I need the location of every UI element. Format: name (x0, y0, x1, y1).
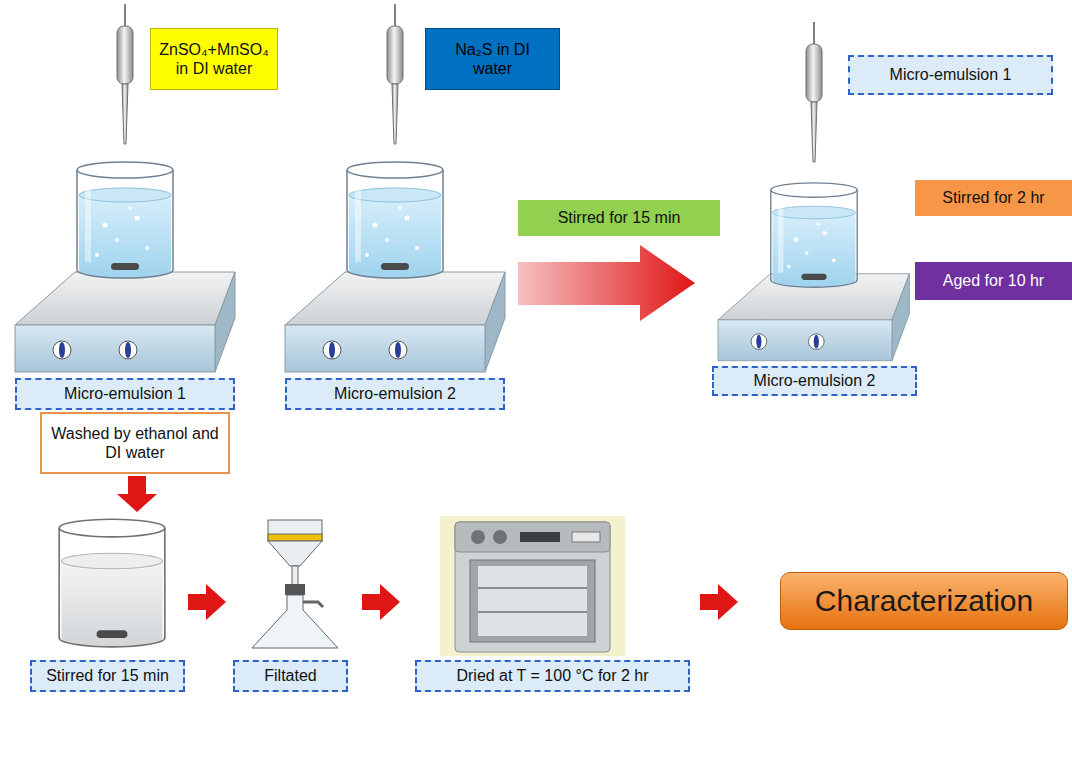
reagent-box: Na₂S in DI water (425, 28, 560, 90)
step-caption: Micro-emulsion 1 (15, 378, 235, 410)
step-text: Micro-emulsion 2 (754, 371, 876, 390)
step-caption: Stirred for 15 min (30, 660, 185, 692)
step-text: Na₂S in DI water (434, 40, 551, 78)
step-text: Micro-emulsion 1 (890, 65, 1012, 84)
step-caption: Micro-emulsion 2 (712, 366, 917, 396)
step-caption: Micro-emulsion 1 (848, 55, 1053, 95)
step-text: ZnSO₄+MnSO₄ in DI water (159, 40, 269, 78)
step-text: Stirred for 15 min (558, 208, 681, 227)
step-caption: Micro-emulsion 2 (285, 378, 505, 410)
step-box: Washed by ethanol and DI water (40, 412, 230, 474)
reagent-box: ZnSO₄+MnSO₄ in DI water (150, 28, 278, 90)
step-box: Stirred for 15 min (518, 200, 720, 236)
step-text: Micro-emulsion 1 (64, 384, 186, 403)
step-text: Washed by ethanol and DI water (50, 424, 220, 462)
step-box: Stirred for 2 hr (915, 180, 1072, 216)
step-box: Aged for 10 hr (915, 262, 1072, 300)
step-text: Filtated (264, 666, 316, 685)
step-text: Stirred for 2 hr (942, 188, 1044, 207)
step-text: Dried at T = 100 °C for 2 hr (456, 666, 648, 685)
step-text: Stirred for 15 min (46, 666, 169, 685)
step-text: Aged for 10 hr (943, 271, 1044, 290)
step-caption: Dried at T = 100 °C for 2 hr (415, 660, 690, 692)
result-box: Characterization (780, 572, 1068, 630)
step-caption: Filtated (233, 660, 348, 692)
step-text: Characterization (815, 583, 1033, 619)
step-text: Micro-emulsion 2 (334, 384, 456, 403)
